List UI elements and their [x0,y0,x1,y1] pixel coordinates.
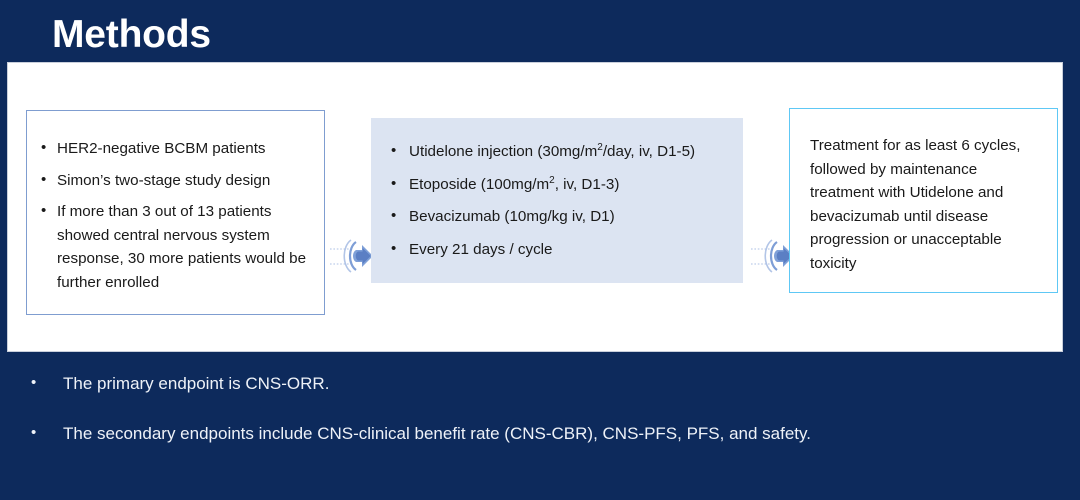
flow-box-maintenance: Treatment for as least 6 cycles, followe… [789,108,1058,293]
list-item: The secondary endpoints include CNS-clin… [0,421,1080,446]
content-panel: HER2-negative BCBM patients Simon’s two-… [8,63,1062,351]
endpoints-list: The primary endpoint is CNS-ORR. The sec… [0,371,1080,472]
right-arrow-icon [750,233,796,279]
list-item: If more than 3 out of 13 patients showed… [37,199,312,294]
flow-box-eligibility: HER2-negative BCBM patients Simon’s two-… [26,110,325,315]
eligibility-bullet-list: HER2-negative BCBM patients Simon’s two-… [37,136,312,294]
list-item: Every 21 days / cycle [387,237,733,262]
list-item: HER2-negative BCBM patients [37,136,312,161]
list-item: Simon’s two-stage study design [37,168,312,193]
list-item: Bevacizumab (10mg/kg iv, D1) [387,204,733,229]
right-arrow-icon [329,233,375,279]
list-item: Etoposide (100mg/m2, iv, D1-3) [387,172,733,197]
regimen-bullet-list: Utidelone injection (30mg/m2/day, iv, D1… [387,139,733,262]
flow-box-regimen: Utidelone injection (30mg/m2/day, iv, D1… [371,118,743,283]
page-title: Methods [52,13,211,56]
list-item: Utidelone injection (30mg/m2/day, iv, D1… [387,139,733,164]
list-item: The primary endpoint is CNS-ORR. [0,371,1080,396]
maintenance-text: Treatment for as least 6 cycles, followe… [810,137,1021,272]
